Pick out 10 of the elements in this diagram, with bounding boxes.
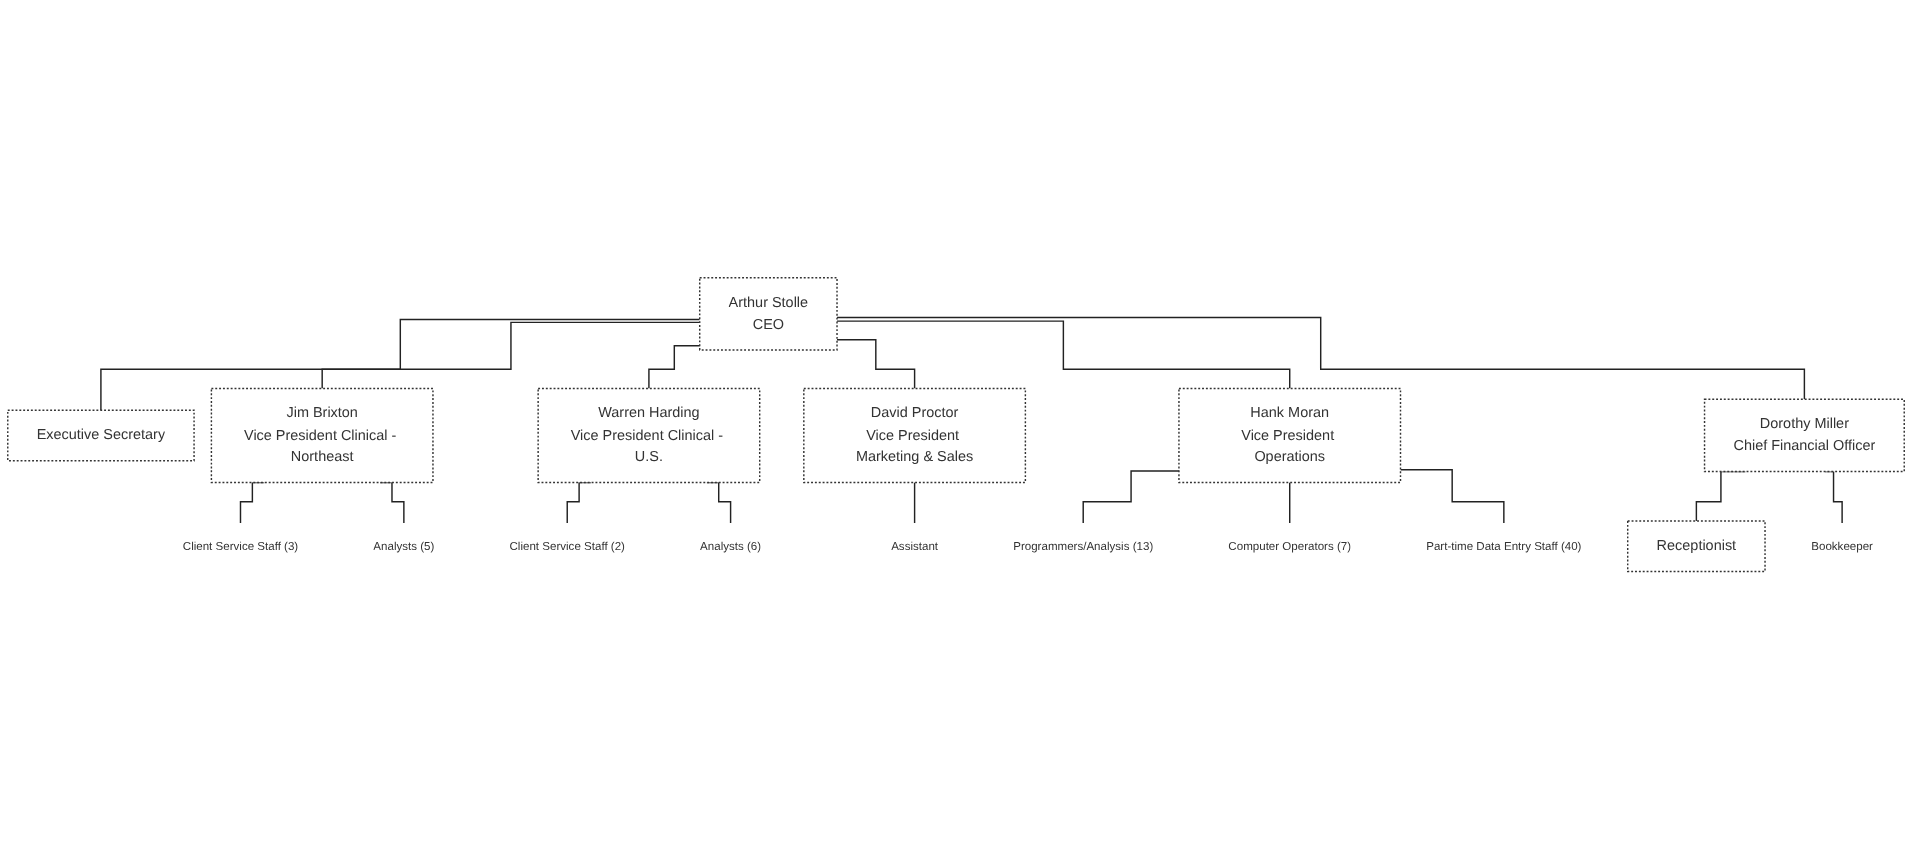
connector	[100, 319, 701, 412]
connector	[1399, 469, 1505, 525]
connector	[836, 339, 916, 390]
connector	[1082, 470, 1180, 525]
connector	[321, 322, 701, 390]
connector	[913, 482, 916, 525]
connector	[836, 317, 1806, 401]
connector	[836, 320, 1291, 390]
connector	[648, 345, 701, 390]
connector	[1289, 482, 1291, 525]
